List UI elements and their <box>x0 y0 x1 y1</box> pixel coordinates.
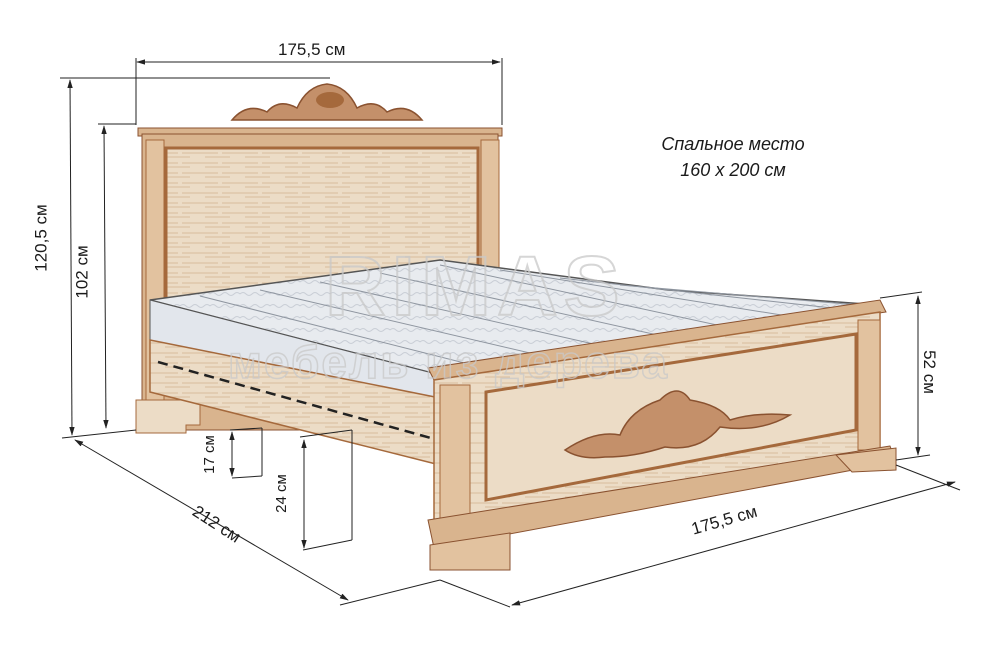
mattress <box>149 259 881 399</box>
sleeping-area-label: Спальное место <box>661 134 805 154</box>
label-total-height: 120,5 см <box>31 204 51 272</box>
sleeping-area-note: Спальное место 160 х 200 см <box>628 131 838 183</box>
label-footboard-height: 52 см <box>919 350 939 394</box>
label-headboard-width: 175,5 см <box>278 40 346 59</box>
dimension-lines <box>60 58 961 608</box>
watermark-tagline: мебель из дерева <box>227 335 669 389</box>
watermark-brand: RIMAS <box>324 238 626 334</box>
sleeping-area-size: 160 х 200 см <box>680 160 786 180</box>
label-rail-height: 24 см <box>272 474 290 513</box>
label-headboard-height: 102 см <box>72 245 92 299</box>
label-floor-clearance: 17 см <box>200 435 218 474</box>
